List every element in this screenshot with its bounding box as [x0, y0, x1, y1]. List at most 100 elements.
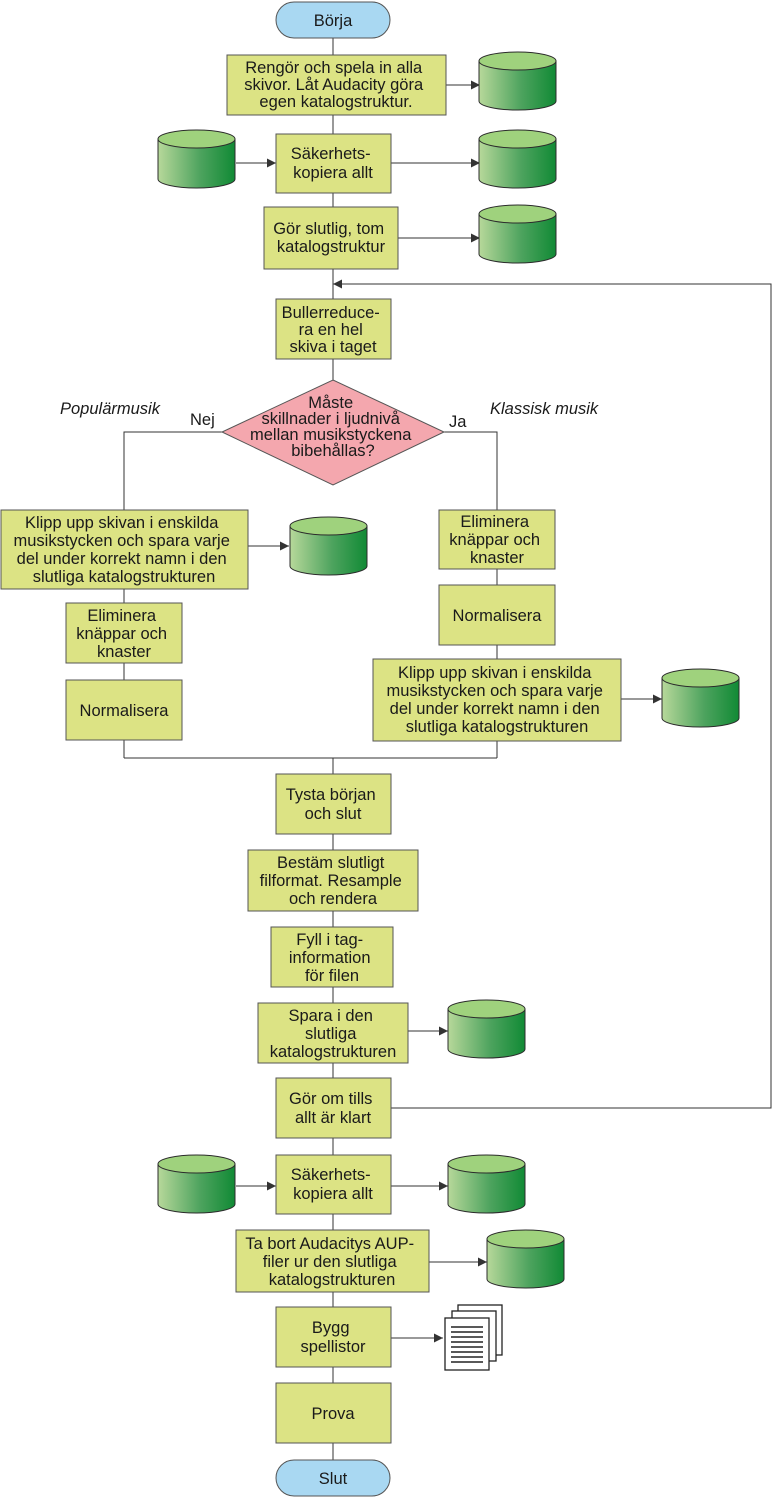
- svg-text:Gör om tills allt är kla: Gör om tills allt är klart: [289, 1090, 377, 1127]
- step-tags-line-2: information: [289, 949, 371, 967]
- step-split-right-line-4: slutliga katalogstrukturen: [406, 718, 589, 736]
- disk-icons: [157, 51, 740, 1289]
- step-tags: Fyll i tag- information för filen: [270, 926, 394, 988]
- step-clicks-left: Eliminera knäppar och knaster: [65, 602, 183, 664]
- step-final-directory-line-2: katalogstruktur: [277, 238, 386, 256]
- classical-music-label: Klassisk musik: [490, 400, 599, 418]
- step-final-directory: Gör slutlig, tom katalogstruktur: [263, 206, 399, 270]
- step-test: Prova: [275, 1382, 392, 1444]
- step-split-left-line-2: musikstycken och spara varje: [13, 532, 229, 550]
- step-backup-1: Säkerhets- kopiera allt: [275, 133, 392, 194]
- step-record-line-1: Rengör och spela in alla: [245, 59, 423, 77]
- branch-yes-label: Ja: [449, 413, 467, 431]
- step-clicks-right-line-3: knaster: [470, 549, 525, 567]
- connectors: [123, 38, 772, 1460]
- step-format-line-2: filformat. Resample: [260, 872, 402, 890]
- step-clicks-right: Eliminera knäppar och knaster: [438, 509, 556, 570]
- decision-line-3: mellan musikstyckena: [250, 426, 412, 444]
- svg-text:Rengör och spela in alla: Rengör och spela in alla skivor. Låt Aud…: [244, 59, 427, 111]
- branch-no-label: Nej: [190, 411, 215, 429]
- step-save-line-2: slutliga: [305, 1025, 357, 1043]
- step-remove-aup-line-1: Ta bort Audacitys AUP-: [245, 1235, 414, 1253]
- disk-icon-backup2-source: [157, 1154, 236, 1214]
- step-noise-reduction-line-3: skiva i taget: [289, 338, 377, 356]
- step-backup-2-line-1: Säkerhets-: [291, 1166, 371, 1184]
- step-playlists-line-1: Bygg: [312, 1319, 350, 1337]
- step-normalize-right: Normalisera: [438, 584, 556, 646]
- terminal-start-label: Börja: [314, 12, 353, 30]
- disk-icon-backup2-target: [447, 1154, 526, 1214]
- svg-text:Måste skillnader i ljudn: Måste skillnader i ljudnivå mellan musik…: [250, 394, 416, 460]
- step-noise-reduction-line-1: Bullerreduce-: [282, 304, 380, 322]
- svg-text:Bullerreduce- ra en hel: Bullerreduce- ra en hel skiva i taget: [282, 304, 385, 356]
- disk-icon-save: [447, 999, 526, 1059]
- svg-text:Tysta början och slut: Tysta början och slut: [286, 786, 380, 823]
- terminal-end-label: Slut: [319, 1470, 348, 1488]
- terminal-end: Slut: [275, 1459, 391, 1497]
- svg-text:Eliminera knäppar och: Eliminera knäppar och knaster: [76, 607, 171, 661]
- step-silence-line-2: och slut: [305, 805, 362, 823]
- disk-icon-record: [478, 51, 557, 111]
- svg-text:Säkerhets- kopiera allt: Säkerhets- kopiera allt: [291, 145, 375, 182]
- step-remove-aup: Ta bort Audacitys AUP- filer ur den slut…: [235, 1229, 430, 1293]
- documents-icon: [444, 1304, 503, 1371]
- step-noise-reduction-line-2: ra en hel: [299, 321, 363, 339]
- step-record-line-2: skivor. Låt Audacity göra: [244, 76, 424, 94]
- step-remove-aup-line-2: filer ur den slutliga: [263, 1253, 398, 1271]
- popular-music-label: Populärmusik: [60, 400, 161, 418]
- step-normalize-right-line-1: Normalisera: [453, 607, 543, 625]
- svg-text:Fyll i tag- information: Fyll i tag- information för filen: [289, 931, 375, 985]
- decision-line-2: skillnader i ljudnivå: [261, 410, 400, 428]
- step-split-right-line-3: del under korrekt namn i den: [390, 700, 600, 718]
- decision-line-4: bibehållas?: [291, 442, 374, 460]
- step-noise-reduction: Bullerreduce- ra en hel skiva i taget: [275, 298, 392, 360]
- disk-icon-remove-aup: [486, 1229, 565, 1289]
- step-repeat-line-1: Gör om tills: [289, 1090, 372, 1108]
- step-test-line-1: Prova: [311, 1405, 355, 1423]
- decision-preserve-levels: Måste skillnader i ljudnivå mellan musik…: [220, 379, 446, 486]
- step-save-line-1: Spara i den: [289, 1007, 373, 1025]
- svg-text:Eliminera knäppar och: Eliminera knäppar och knaster: [449, 513, 544, 567]
- connector-loop-back: [333, 279, 772, 1109]
- step-normalize-left-line-1: Normalisera: [80, 702, 170, 720]
- step-split-right: Klipp upp skivan i enskilda musikstycken…: [372, 658, 622, 742]
- disk-icon-backup-source: [157, 129, 236, 189]
- disk-icon-backup-target: [478, 129, 557, 189]
- step-remove-aup-line-3: katalogstrukturen: [269, 1271, 396, 1289]
- step-repeat: Gör om tills allt är klart: [275, 1077, 392, 1139]
- step-silence-line-1: Tysta början: [286, 786, 376, 804]
- step-tags-line-1: Fyll i tag-: [296, 931, 363, 949]
- svg-text:Ta bort Audacitys AUP- f: Ta bort Audacitys AUP- filer ur den slut…: [245, 1235, 418, 1289]
- step-clicks-left-line-3: knaster: [97, 643, 152, 661]
- step-tags-line-3: för filen: [305, 967, 359, 985]
- step-record-line-3: egen katalogstruktur.: [259, 93, 412, 111]
- step-silence: Tysta början och slut: [275, 773, 392, 835]
- terminal-start: Börja: [275, 1, 391, 39]
- disk-icon-split-left: [289, 516, 368, 576]
- step-format-line-3: och rendera: [289, 890, 378, 908]
- step-repeat-line-2: allt är klart: [295, 1109, 372, 1127]
- step-record: Rengör och spela in alla skivor. Låt Aud…: [226, 54, 447, 116]
- step-split-right-line-1: Klipp upp skivan i enskilda: [398, 664, 592, 682]
- step-split-left-line-3: del under korrekt namn i den: [17, 550, 227, 568]
- step-backup-1-line-2: kopiera allt: [293, 164, 373, 182]
- svg-text:Gör slutlig, tom katalog: Gör slutlig, tom katalogstruktur: [273, 220, 389, 256]
- svg-text:Bestäm slutligt filforma: Bestäm slutligt filformat. Resample och …: [260, 854, 407, 908]
- step-clicks-right-line-2: knäppar och: [449, 531, 540, 549]
- step-playlists-line-2: spellistor: [300, 1338, 366, 1356]
- svg-text:Klipp upp skivan i enskilda: Klipp upp skivan i enskilda musikstycken…: [386, 664, 607, 736]
- step-split-left: Klipp upp skivan i enskilda musikstycken…: [0, 509, 249, 590]
- svg-text:Klipp upp skivan i enskilda: Klipp upp skivan i enskilda musikstycken…: [13, 514, 234, 586]
- step-format: Bestäm slutligt filformat. Resample och …: [247, 849, 419, 912]
- step-clicks-right-line-1: Eliminera: [460, 513, 530, 531]
- connector-decision-no: [123, 431, 222, 510]
- step-backup-2-line-2: kopiera allt: [293, 1185, 373, 1203]
- step-save-line-3: katalogstrukturen: [270, 1043, 397, 1061]
- step-format-line-1: Bestäm slutligt: [277, 854, 385, 872]
- disk-icon-split-right: [661, 668, 740, 728]
- step-final-directory-line-1: Gör slutlig, tom: [273, 220, 384, 238]
- decision-line-1: Måste: [308, 394, 353, 412]
- svg-text:Säkerhets- kopiera allt: Säkerhets- kopiera allt: [291, 1166, 375, 1203]
- step-clicks-left-line-1: Eliminera: [87, 607, 157, 625]
